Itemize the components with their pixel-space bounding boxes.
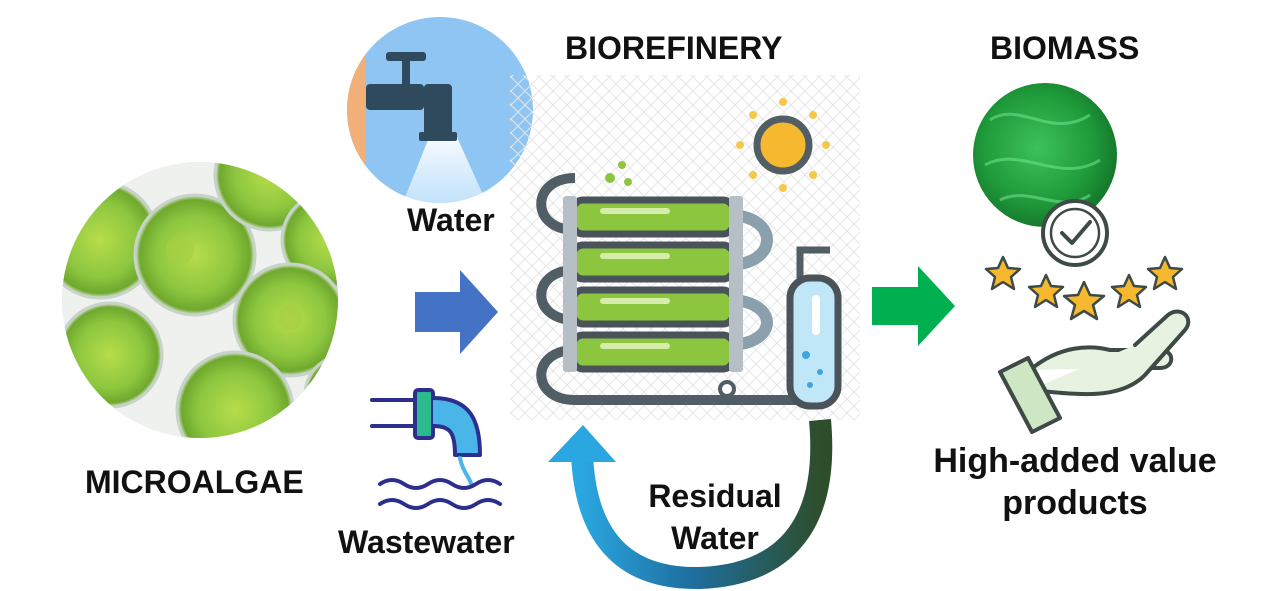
biorefinery-title: BIOREFINERY: [565, 30, 783, 66]
check-badge-icon: [1041, 199, 1109, 267]
wastewater-label: Wastewater: [338, 524, 515, 560]
biomass-image: [973, 83, 1117, 227]
photobioreactor-icon: [510, 75, 860, 420]
stars-icon: [984, 255, 1184, 321]
residual-water-label-line2: Water: [671, 520, 759, 556]
residual-water-label-line1: Residual: [648, 478, 782, 514]
microalgae-image: [62, 162, 338, 438]
products-label-line2: products: [1002, 484, 1148, 522]
hand-icon: [998, 309, 1191, 434]
sun-icon: [736, 98, 830, 192]
water-tap-icon: [347, 17, 533, 203]
biomass-title: BIOMASS: [990, 30, 1140, 66]
microalgae-label: MICROALGAE: [85, 464, 304, 500]
green-arrow-right: [872, 266, 955, 346]
wastewater-pipe-icon: [370, 388, 502, 510]
water-label: Water: [407, 202, 495, 238]
residual-water-cycle-arrow: [548, 419, 833, 590]
blue-arrow-right: [415, 270, 498, 354]
products-label-line1: High-added value: [933, 442, 1217, 480]
